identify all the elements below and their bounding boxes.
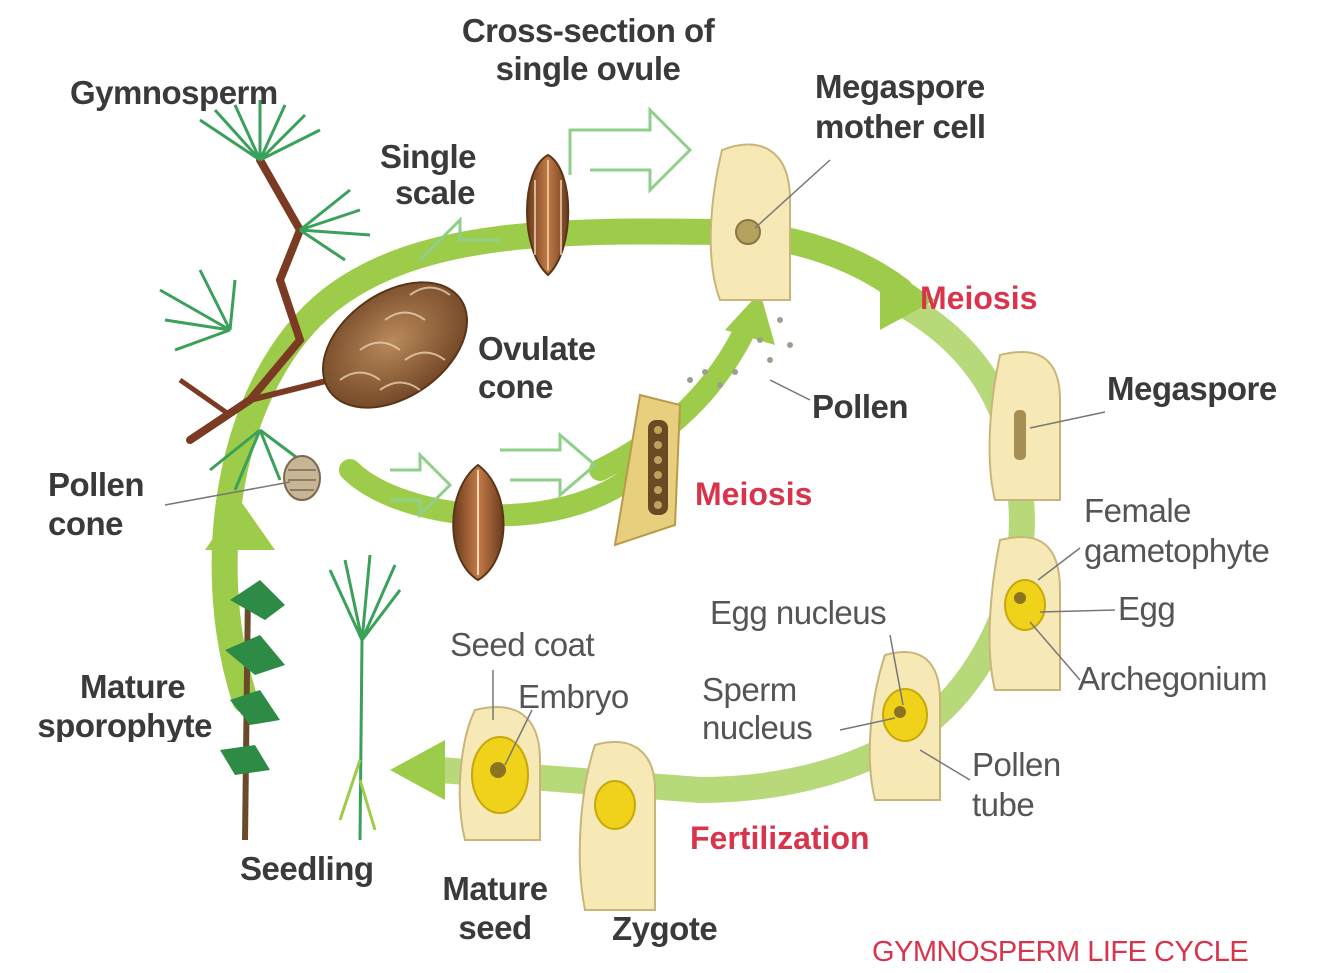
- label-mature-sporophyte-line1: Mature: [80, 670, 185, 703]
- label-egg-nucleus: Egg nucleus: [710, 596, 886, 629]
- label-pollen-tube-line2: tube: [972, 788, 1034, 821]
- label-cross-section-line2: single ovule: [438, 52, 738, 85]
- label-pollen-tube-line1: Pollen: [972, 748, 1061, 781]
- label-ovulate-cone-line1: Ovulate: [478, 332, 596, 365]
- label-female-gametophyte-line1: Female: [1084, 494, 1191, 527]
- label-mature-sporophyte-line2: sporophyte: [0, 709, 212, 742]
- label-seedling: Seedling: [240, 852, 374, 885]
- label-sperm-nucleus-line1: Sperm: [702, 673, 797, 706]
- label-cross-section-line1: Cross-section of: [438, 14, 738, 47]
- ovule-female-gametophyte: [990, 537, 1060, 690]
- label-mature-seed-line2: seed: [420, 911, 570, 944]
- ovule-zygote: [580, 742, 655, 910]
- single-scale: [527, 155, 568, 275]
- label-gymnosperm: Gymnosperm: [70, 76, 278, 109]
- diagram-title: GYMNOSPERM LIFE CYCLE: [872, 938, 1248, 967]
- ovulate-cone: [300, 257, 491, 434]
- label-ovulate-cone-line2: cone: [478, 370, 553, 403]
- ovule-megaspore-mother-cell: [711, 144, 790, 300]
- label-pollen-cone-line1: Pollen: [48, 468, 144, 501]
- ovule-megaspore: [990, 352, 1060, 500]
- label-archegonium: Archegonium: [1078, 662, 1267, 695]
- label-meiosis-middle: Meiosis: [695, 478, 812, 510]
- label-single-scale-line1: Single: [368, 140, 488, 173]
- label-megaspore-mother-line1: Megaspore: [815, 70, 985, 103]
- label-megaspore: Megaspore: [1107, 372, 1277, 405]
- label-fertilization: Fertilization: [690, 822, 870, 854]
- label-egg: Egg: [1118, 592, 1175, 625]
- ovule-pollen-tube: [870, 652, 940, 800]
- mature-seed: [460, 707, 540, 840]
- label-single-scale-line2: scale: [380, 176, 490, 209]
- label-meiosis-top: Meiosis: [920, 282, 1037, 314]
- seedling: [330, 555, 400, 840]
- fertilization-arrowhead: [390, 740, 445, 800]
- label-pollen-cone-line2: cone: [48, 507, 123, 540]
- label-mature-seed-line1: Mature: [420, 872, 570, 905]
- label-female-gametophyte-line2: gametophyte: [1084, 534, 1269, 567]
- pollen-cone: [284, 456, 320, 500]
- label-embryo: Embryo: [518, 680, 629, 713]
- label-zygote: Zygote: [612, 912, 717, 945]
- label-megaspore-mother-line2: mother cell: [815, 110, 986, 143]
- label-seed-coat: Seed coat: [450, 628, 594, 661]
- label-sperm-nucleus-line2: nucleus: [702, 711, 812, 744]
- label-pollen: Pollen: [812, 390, 908, 423]
- pollen-scale: [453, 465, 503, 580]
